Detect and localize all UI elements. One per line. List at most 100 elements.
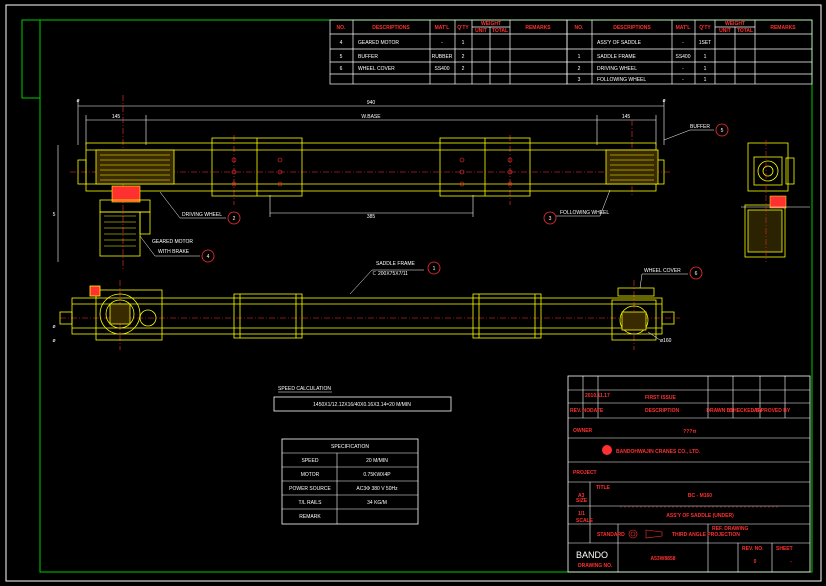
tb-approved: APPROVED BY [754, 408, 791, 414]
spec-value: 20 M/MIN [366, 458, 388, 464]
bolt-holes [231, 157, 513, 187]
row-no: 6 [340, 66, 343, 72]
balloon-5 [715, 123, 729, 137]
tb-title-label: TITLE [596, 485, 611, 491]
tb-rev-label: REV. NO. [742, 546, 764, 552]
tb-company: BANDOHWAJIN CRANES CO., LTD. [616, 449, 701, 455]
row-description: BUFFER [358, 54, 378, 60]
tb-checked: CHECKED BY [729, 408, 763, 414]
tb-drawing-no-label: DRAWING NO. [578, 563, 613, 569]
following-wheel-elevation [611, 287, 657, 341]
tb-size-label: SIZE [576, 498, 588, 504]
tb-standard: STANDARD [597, 532, 625, 538]
th-qty: Q'TY [457, 25, 469, 31]
spec-label: REMARK [299, 514, 321, 520]
tb-scale-label: SCALE [576, 518, 594, 524]
tb-drawn: DRAWN BY [706, 408, 734, 414]
tb-sheet-label: SHEET [776, 546, 793, 552]
driving-wheel-plan [95, 149, 175, 185]
callout-geared-motor-2: WITH BRAKE [158, 249, 190, 255]
row-matl: - [682, 77, 684, 83]
sheet-border [5, 4, 822, 582]
th-unit: UNIT [719, 28, 731, 34]
tb-date: DATE [590, 408, 604, 414]
dim-right-dia: ø [662, 98, 665, 104]
balloon-4-label: 4 [207, 254, 210, 260]
callout-geared-motor-1: GEARED MOTOR [152, 239, 193, 245]
balloon-6 [689, 266, 703, 280]
speed-calc-title: SPEED CALCULATION [278, 386, 331, 392]
following-wheel-plan [605, 149, 659, 185]
third-angle-projection-icon [628, 529, 663, 539]
tb-description-label: DESCRIPTION [645, 408, 680, 414]
tb-rev-value: 0 [754, 559, 757, 565]
row-qty: 1SET [699, 40, 712, 46]
dim-left-offset: 145 [112, 114, 121, 120]
dim-height-mark: 5 [53, 212, 56, 218]
dim-bottom-left-b: ø [52, 338, 55, 344]
top-dimension-lines [57, 100, 665, 262]
row-qty: 1 [704, 66, 707, 72]
th-weight: WEIGHT [725, 21, 745, 27]
row-description: GEARED MOTOR [358, 40, 399, 46]
dim-inner: 385 [367, 214, 376, 220]
th-description: DESCRIPTIONS [613, 25, 651, 31]
tb-third-angle: THIRD ANGLE PROJECTION [672, 532, 740, 538]
th-no: NO. [575, 25, 585, 31]
tb-owner-label: OWNER [573, 428, 593, 434]
row-no: 2 [578, 66, 581, 72]
row-qty: 2 [462, 54, 465, 60]
spec-value: 0.75KWX4P [363, 472, 391, 478]
callout-wheel-cover: WHEEL COVER [644, 268, 681, 274]
th-total: TOTAL [737, 28, 753, 34]
row-qty: 2 [462, 66, 465, 72]
title-block: 2010.11.17 FIRST ISSUE DESCRIPTION REV. … [567, 375, 811, 573]
tb-rev-date: 2010.11.17 [585, 393, 610, 399]
th-unit: UNIT [475, 28, 487, 34]
row-description: FOLLOWING WHEEL [597, 77, 646, 83]
tb-first-issue: FIRST ISSUE [645, 395, 677, 401]
speed-calc-formula: 1450X1/12.12X16/40X0.16X3.14=20 M/MIN [313, 402, 411, 408]
row-no: 1 [578, 54, 581, 60]
row-description: ASS'Y OF SADDLE [597, 40, 642, 46]
row-no: 4 [340, 40, 343, 46]
balloon-5-label: 5 [721, 128, 724, 134]
row-matl: SS400 [675, 54, 690, 60]
tb-sheet-value: - [790, 559, 792, 565]
balloon-2-label: 2 [233, 216, 236, 222]
spec-value: 34 KG/M [367, 500, 387, 506]
parts-table-left-text: NO. DESCRIPTIONS MAT'L Q'TY WEIGHT UNIT … [337, 21, 552, 72]
callout-following-wheel: FOLLOWING WHEEL [560, 210, 609, 216]
dim-left-dia: ø [76, 98, 79, 104]
driving-wheel-elevation [89, 285, 163, 341]
spec-label: SPEED [302, 458, 319, 464]
th-weight: WEIGHT [481, 21, 501, 27]
row-qty: 1 [704, 77, 707, 83]
balloon-3-label: 3 [549, 216, 552, 222]
callouts-top: BUFFER 5 DRIVING WHEEL 2 FOLLOWING WHEEL… [139, 123, 729, 263]
tb-drawing-no: A53W8858 [650, 556, 675, 562]
dim-overall: 940 [367, 100, 376, 106]
callout-driving-wheel: DRIVING WHEEL [182, 212, 222, 218]
tb-title-line2: ASS'Y OF SADDLE (UNDER) [666, 513, 734, 519]
th-total: TOTAL [492, 28, 508, 34]
front-elevation: ø ø ø160 [52, 280, 680, 350]
spec-title: SPECIFICATION [331, 444, 369, 450]
parts-table-right-text: NO. DESCRIPTIONS MAT'L Q'TY WEIGHT UNIT … [575, 21, 797, 83]
balloon-3 [543, 211, 557, 225]
row-matl: RUBBER [432, 54, 453, 60]
th-remarks: REMARKS [770, 25, 796, 31]
company-logo-icon [602, 445, 612, 455]
dim-bottom-left-a: ø [52, 324, 55, 330]
row-no: 3 [578, 77, 581, 83]
th-no: NO. [337, 25, 347, 31]
balloon-1 [427, 261, 441, 275]
tb-title-line1: BC - M160 [688, 493, 712, 499]
balloon-4 [201, 249, 215, 263]
tb-project-label: PROJECT [573, 470, 597, 476]
callouts-elevation: SADDLE FRAME ㄷ 200X75X7/11 1 WHEEL COVER… [349, 261, 703, 295]
row-description: DRIVING WHEEL [597, 66, 637, 72]
dim-bottom-right: ø160 [660, 338, 672, 344]
tb-size-value: A3 [578, 493, 585, 499]
